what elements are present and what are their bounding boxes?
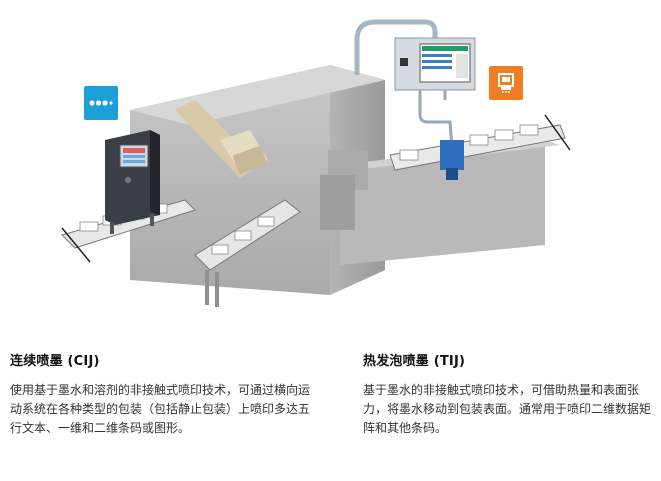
cij-section: 连续喷墨 (CIJ) 使用基于墨水和溶剂的非接触式喷印技术，可通过横向运动系统在…: [10, 350, 310, 438]
cij-badge: [84, 86, 118, 120]
packaging-line-illustration: [61, 19, 571, 307]
cij-description: 使用基于墨水和溶剂的非接触式喷印技术，可通过横向运动系统在各种类型的包装（包括静…: [10, 383, 311, 435]
dots-icon: [89, 100, 113, 106]
tij-description: 基于墨水的非接触式喷印技术，可借助热量和表面张力，将墨水移动到包装表面。通常用于…: [363, 383, 652, 435]
right-conveyor: [389, 114, 571, 171]
carton-chute: [175, 100, 268, 178]
tij-title: 热发泡喷墨 (TIJ): [363, 354, 466, 369]
cij-printer: [105, 130, 160, 234]
center-conveyor: [194, 199, 301, 271]
cartridge-icon: [498, 73, 514, 93]
tij-section: 热发泡喷墨 (TIJ) 基于墨水的非接触式喷印技术，可借助热量和表面张力，将墨水…: [363, 350, 659, 438]
tij-controller: [354, 19, 476, 149]
tij-badge: [489, 66, 523, 100]
cij-title: 连续喷墨 (CIJ): [10, 354, 100, 369]
tij-printhead: [440, 140, 464, 180]
